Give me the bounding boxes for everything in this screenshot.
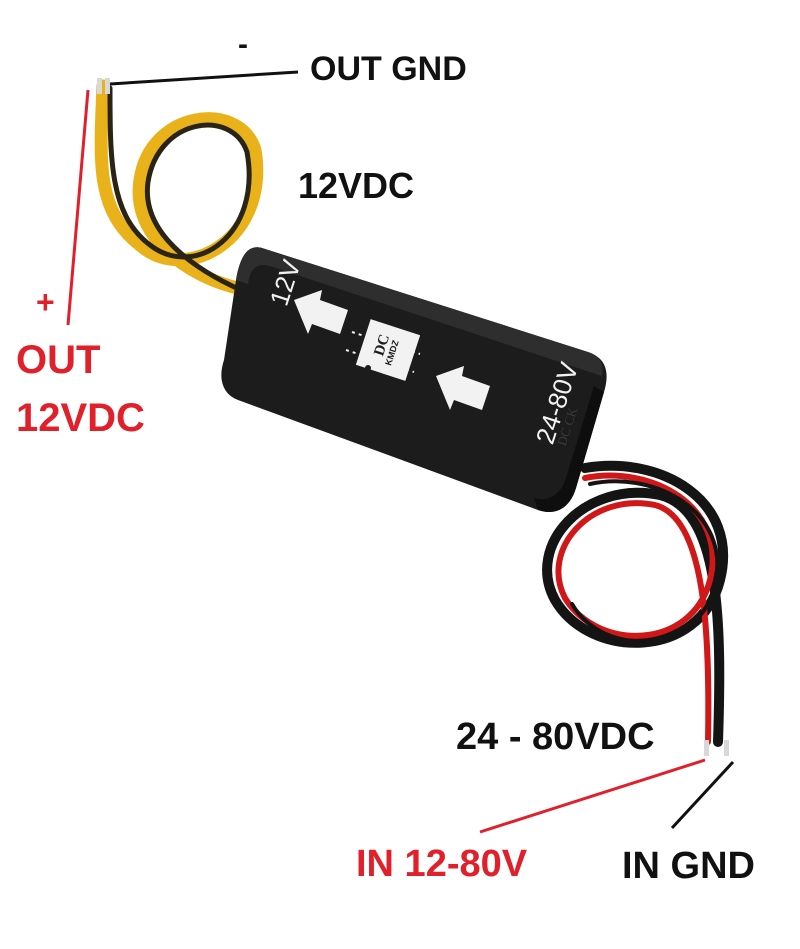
input-range-label: 24 - 80VDC (456, 716, 655, 758)
out-gnd-label: OUT GND (310, 50, 467, 88)
output-arrow-icon (294, 290, 348, 334)
input-arrow-icon (436, 366, 490, 410)
out-voltage-label: 12VDC (16, 396, 145, 440)
in-gnd-pointer-line (670, 760, 735, 830)
minus-label: - (238, 28, 248, 61)
in-plus-pointer-line (479, 758, 706, 834)
wire-voltage-label: 12VDC (298, 165, 415, 206)
in-plus-label: IN 12-80V (356, 843, 528, 885)
out-gnd-pointer-line (109, 70, 299, 86)
out-label: OUT (16, 338, 101, 382)
converter-module: DC KMDZ 12V 24-80V DC CK (221, 247, 607, 512)
chip-text-dc: DC (371, 332, 393, 358)
in-gnd-label: IN GND (622, 845, 755, 887)
plus-label: + (36, 284, 55, 320)
out-plus-pointer-line (66, 89, 90, 326)
output-wire-pair (94, 78, 264, 299)
input-wire-pair (542, 460, 729, 756)
chip-graphic (345, 319, 421, 381)
